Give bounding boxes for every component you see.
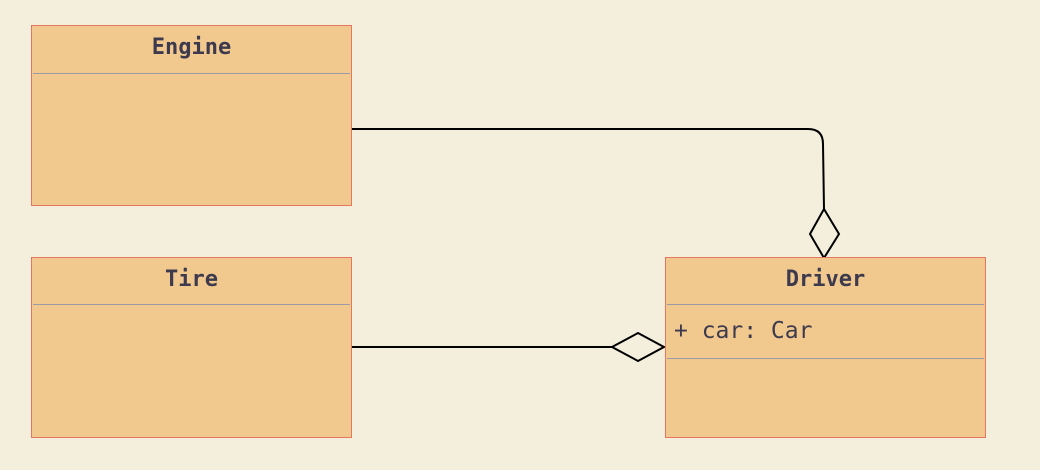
driver-attributes-divider <box>667 358 984 359</box>
engine-driver-aggregation-diamond <box>808 207 841 260</box>
tire-class-name: Tire <box>165 267 218 292</box>
driver-attribute-car: + car: Car <box>674 318 813 344</box>
tire-class-box[interactable]: Tire <box>31 257 352 438</box>
tire-name-divider <box>33 304 350 305</box>
driver-class-box[interactable]: Driver + car: Car <box>665 257 986 438</box>
engine-driver-aggregation-line <box>352 128 825 210</box>
engine-name-divider <box>33 73 350 74</box>
driver-class-name: Driver <box>785 267 866 292</box>
engine-class-name: Engine <box>151 35 232 60</box>
tire-driver-aggregation-diamond <box>609 331 667 363</box>
engine-class-box[interactable]: Engine <box>31 25 352 206</box>
driver-name-divider <box>667 304 984 305</box>
